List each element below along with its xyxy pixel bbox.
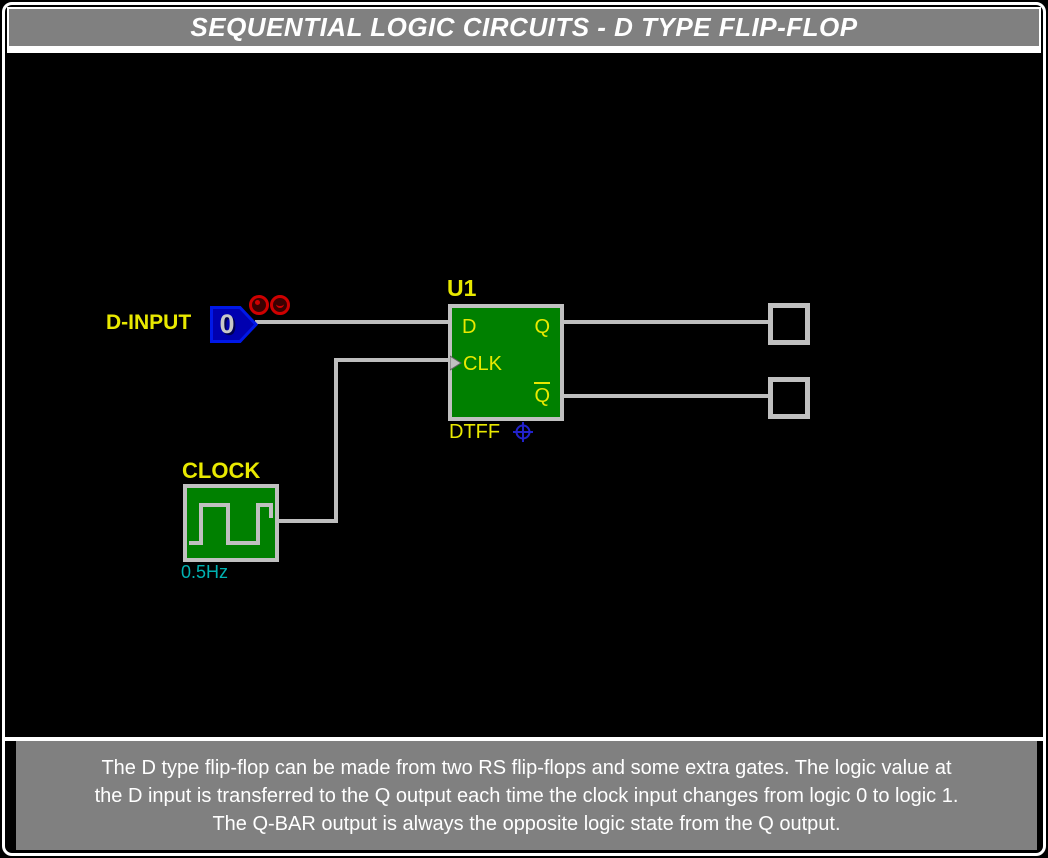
wire-dinput-to-d — [255, 320, 452, 324]
d-input-label: D-INPUT — [106, 311, 192, 334]
d-input-arrow-shape — [210, 306, 259, 343]
toggle-up-icon[interactable] — [249, 295, 269, 315]
wire-clock-h1 — [277, 519, 338, 523]
square-wave-icon — [189, 503, 273, 545]
description-line-3: The Q-BAR output is always the opposite … — [212, 813, 841, 835]
clock-frequency: 0.5Hz — [181, 562, 229, 582]
pin-label-q: Q — [534, 316, 550, 338]
clock-component[interactable] — [183, 484, 279, 562]
bottom-divider — [4, 737, 1044, 741]
description-line-2: the D input is transferred to the Q outp… — [94, 785, 959, 807]
wire-q-to-indicator — [560, 320, 770, 324]
toggle-up-mark — [255, 300, 260, 305]
toggle-down-icon[interactable] — [270, 295, 290, 315]
pin-label-qbar: Q — [534, 382, 550, 408]
title-bar: SEQUENTIAL LOGIC CIRCUITS - D TYPE FLIP-… — [7, 7, 1041, 48]
d-input-device[interactable]: 0 — [210, 306, 259, 343]
flipflop-part-name: DTFF — [449, 421, 501, 443]
title-divider — [7, 48, 1041, 53]
wire-qbar-to-indicator — [560, 394, 770, 398]
wire-clock-vertical — [334, 358, 338, 523]
output-indicator-qbar[interactable] — [768, 377, 810, 419]
description-panel: The D type flip-flop can be made from tw… — [16, 741, 1037, 850]
flipflop-component[interactable]: D Q CLK Q — [448, 304, 564, 421]
flipflop-designator: U1 — [447, 275, 477, 301]
d-input-value: 0 — [219, 309, 235, 339]
page-title: SEQUENTIAL LOGIC CIRCUITS - D TYPE FLIP-… — [190, 12, 858, 42]
wire-clock-to-clk — [334, 358, 452, 362]
clock-edge-icon — [450, 355, 462, 371]
pin-label-clk: CLK — [463, 353, 502, 375]
toggle-down-mark — [276, 302, 284, 308]
clock-label: CLOCK — [182, 458, 261, 483]
output-indicator-q[interactable] — [768, 303, 810, 345]
description-line-1: The D type flip-flop can be made from tw… — [101, 757, 952, 779]
pin-label-d: D — [462, 316, 477, 338]
crosshair-icon — [513, 422, 533, 442]
